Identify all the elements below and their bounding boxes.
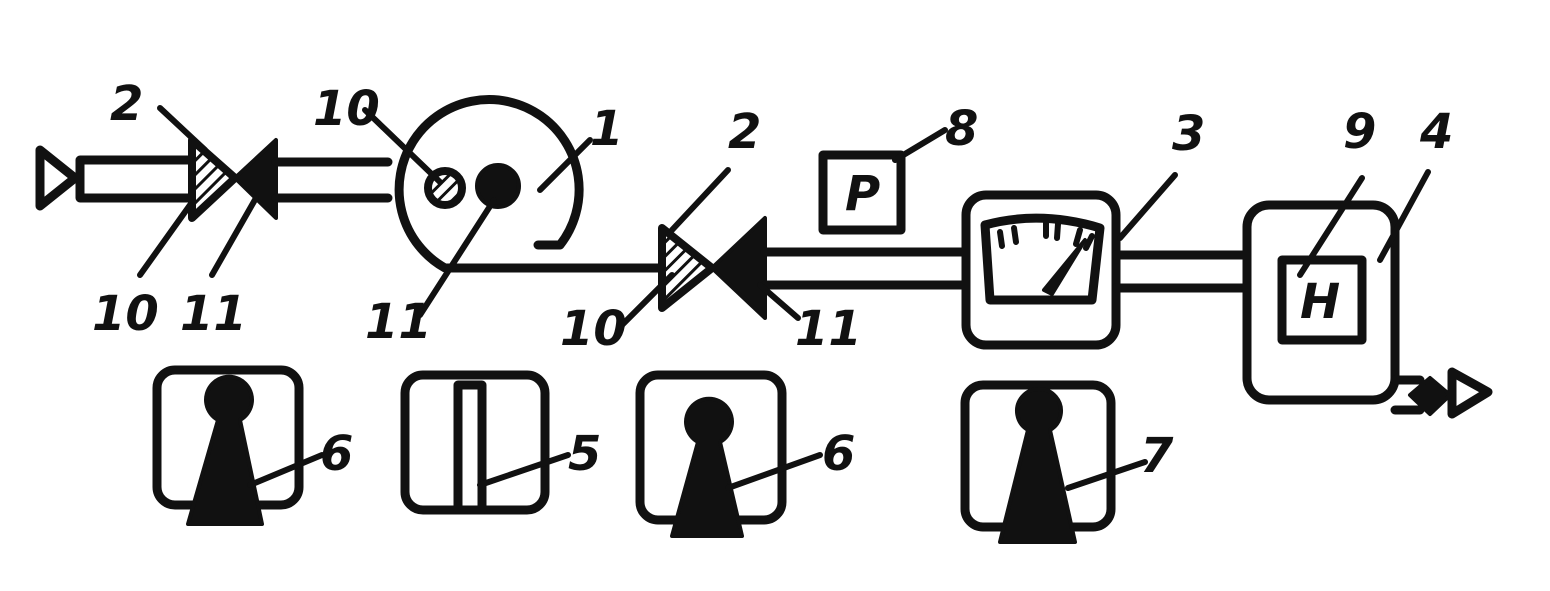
valve-left-solid-half: [233, 138, 278, 220]
unit-inner-number-label: 9: [1343, 104, 1376, 160]
device-a-number-label: 6: [320, 426, 353, 482]
valve-left-number-label: 2: [110, 76, 143, 132]
chamber-body: [394, 95, 665, 273]
outlet-pipe: [1390, 375, 1425, 415]
device-d: [960, 380, 1116, 544]
keyhole-icon: [998, 386, 1077, 544]
valve-left-port-b-label: 11: [180, 286, 247, 342]
chamber-port-solid: [475, 163, 521, 209]
valve-left-port-a-label: 10: [92, 286, 159, 342]
keyhole-icon: [186, 374, 264, 526]
chamber-number-label: 1: [590, 101, 623, 157]
chamber-port-a-label: 10: [313, 81, 380, 137]
device-d-number-label: 7: [1140, 428, 1174, 484]
device-a: [152, 365, 304, 526]
gauge-icon: [980, 213, 1105, 305]
device-b-number-label: 5: [568, 426, 601, 482]
sensor-box: [818, 150, 906, 235]
meter-number-label: 3: [1172, 106, 1205, 162]
valve-left: [188, 136, 278, 222]
sensor-box-letter: P: [845, 166, 880, 222]
unit-inner-letter: H: [1300, 274, 1340, 330]
meter: [961, 190, 1121, 350]
unit-number-label: 4: [1419, 104, 1453, 160]
device-b-frame: [400, 370, 550, 515]
valve-mid-number-label: 2: [728, 104, 761, 160]
inlet-pipe: [75, 155, 200, 203]
pipe-valve-to-meter: [760, 247, 970, 290]
valve-mid-port-a-label: 10: [560, 301, 627, 357]
device-c-number-label: 6: [822, 426, 855, 482]
unit-frame: [1242, 200, 1400, 405]
unit-inner-box: [1277, 255, 1367, 345]
device-b-bar: [453, 380, 487, 515]
valve-mid: [658, 216, 767, 320]
chamber-port-b-label: 11: [365, 294, 432, 350]
gauge-needle: [1042, 238, 1087, 296]
valve-mid-hatched-half: [658, 224, 716, 312]
leader-lines: [137, 105, 1431, 491]
unit: [1242, 200, 1400, 405]
valve-mid-port-b-label: 11: [795, 301, 862, 357]
keyhole-icon: [670, 396, 744, 538]
valve-left-hatched-half: [188, 136, 239, 222]
outlet-arrow-icon: [1447, 367, 1493, 419]
device-c: [635, 370, 787, 538]
inlet-arrow-icon: [35, 145, 80, 211]
valve-mid-solid-half: [710, 216, 767, 320]
pipe-meter-to-unit: [1111, 250, 1250, 293]
pipe-valve-to-chamber: [271, 157, 393, 203]
gauge-ticks: [997, 219, 1095, 251]
sensor-box-number-label: 8: [945, 101, 978, 157]
device-b: [400, 370, 550, 515]
meter-frame: [961, 190, 1121, 350]
